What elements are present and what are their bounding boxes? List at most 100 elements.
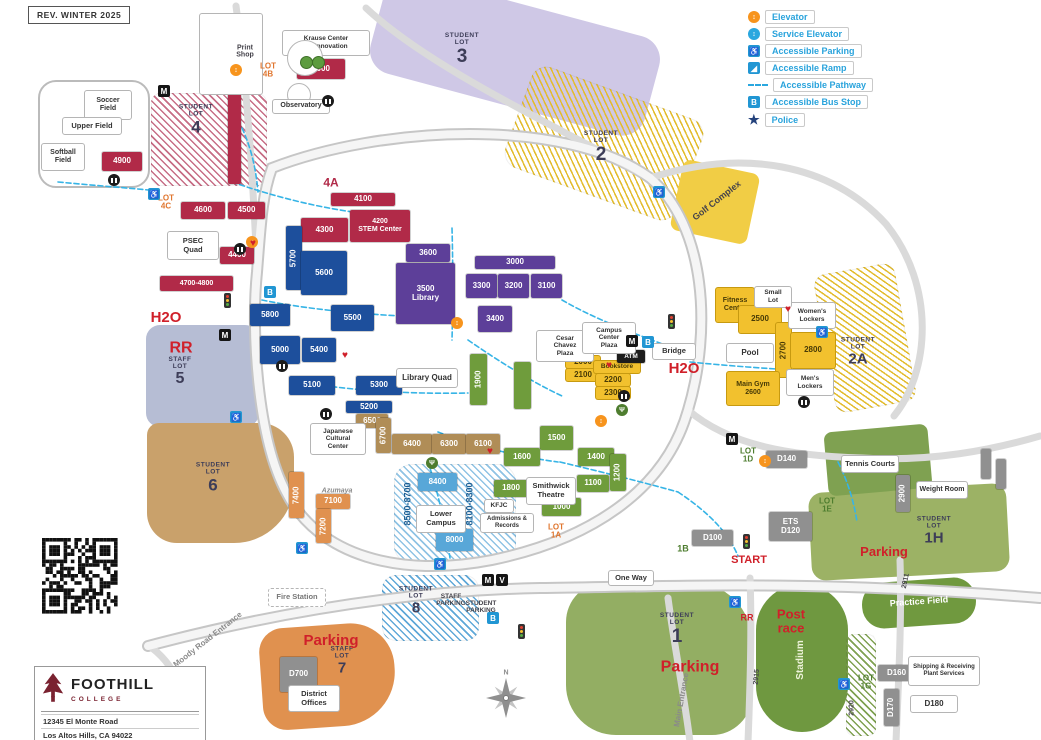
building-4600: 4600 [181, 202, 225, 219]
building-5300: 5300 [356, 376, 402, 395]
building-4100: 4100 [331, 193, 395, 206]
building-d140: D140 [766, 451, 807, 468]
v-marker-icon: V [496, 574, 508, 586]
building-7200: 7200 [316, 509, 331, 543]
label-start: START [731, 554, 767, 567]
aed-icon: ♥ [342, 350, 348, 361]
area-staff-lot-5 [146, 325, 259, 427]
legend-label: Service Elevator [765, 27, 850, 41]
area-stadium [756, 584, 848, 732]
m-marker-icon: M [726, 433, 738, 445]
accessible-bus-stop-icon: B [264, 286, 276, 298]
accessible-parking-icon: ♿ [148, 188, 160, 200]
legend-item-accessible-bus-stop: B Accessible Bus Stop [748, 95, 873, 109]
aed-icon: ♥ [606, 360, 612, 371]
building-block [514, 362, 531, 409]
building-4700-4800: 4700-4800 [160, 276, 233, 291]
building-7400: 7400 [289, 472, 304, 518]
restroom-icon [108, 174, 120, 186]
building-6100: 6100 [466, 434, 500, 454]
restroom-icon [234, 243, 246, 255]
service-elevator-icon: ↕ [748, 28, 760, 40]
legend-label: Elevator [765, 10, 815, 24]
revision-box: REV. WINTER 2025 [28, 6, 131, 24]
label-4a: 4A [323, 175, 339, 190]
elevator-icon: ↕ [451, 317, 463, 329]
tree-icon [312, 56, 325, 69]
food-icon: Ψ [616, 404, 628, 416]
building-1200: 1200 [610, 454, 626, 491]
legend-item-accessible-ramp: ◢ Accessible Ramp [748, 61, 873, 75]
label-rr: RR [169, 339, 193, 357]
road [250, 130, 706, 570]
m-marker-icon: M [626, 335, 638, 347]
building-block [981, 449, 991, 479]
accessible-parking-icon: ♿ [838, 678, 850, 690]
building-5500: 5500 [331, 305, 374, 331]
label-box-pool: Pool [726, 343, 774, 363]
label-azumaya: Azumaya [321, 487, 353, 495]
label-parking: Parking [860, 544, 908, 560]
legend-label: Accessible Bus Stop [765, 95, 869, 109]
college-address-1: 12345 El Monte Road [41, 714, 199, 726]
accessible-bus-stop-icon: B [748, 96, 760, 108]
accessible-parking-icon: ♿ [729, 596, 741, 608]
accessible-parking-icon: ♿ [748, 45, 760, 57]
police-icon: ★ [748, 112, 760, 127]
legend-label: Accessible Ramp [765, 61, 854, 75]
accessible-parking-icon: ♿ [296, 542, 308, 554]
accessible-parking-icon: ♿ [230, 411, 242, 423]
accessible-ramp-icon: ◢ [748, 62, 760, 74]
food-icon: Ψ [426, 457, 438, 469]
accessible-pathway [677, 491, 739, 557]
compass-rose-icon [484, 676, 528, 720]
label-parking: Parking [303, 632, 359, 650]
building-2100: 2100 [566, 369, 600, 381]
traffic-light-icon [518, 624, 525, 639]
building-1100: 1100 [577, 475, 609, 492]
building-3000: 3000 [475, 256, 555, 269]
building-3400: 3400 [478, 306, 512, 332]
college-address-2: Los Altos Hills, CA 94022 [41, 728, 199, 740]
road [144, 581, 1041, 650]
label-h2o: H2O [150, 309, 182, 327]
label-n: N [503, 669, 509, 677]
road [646, 159, 926, 420]
legend-item-service-elevator: ↕ Service Elevator [748, 27, 873, 41]
building-2200: 2200 [596, 374, 630, 386]
college-card: FOOTHILL COLLEGE 12345 El Monte Road Los… [34, 666, 206, 740]
label-box-tennis-courts: Tennis Courts [841, 455, 899, 473]
building-4500: 4500 [228, 202, 265, 219]
aed-icon: ♥ [250, 238, 256, 249]
building-8000: 8000 [436, 529, 473, 551]
restroom-icon [322, 95, 334, 107]
building-3600: 3600 [406, 244, 450, 262]
